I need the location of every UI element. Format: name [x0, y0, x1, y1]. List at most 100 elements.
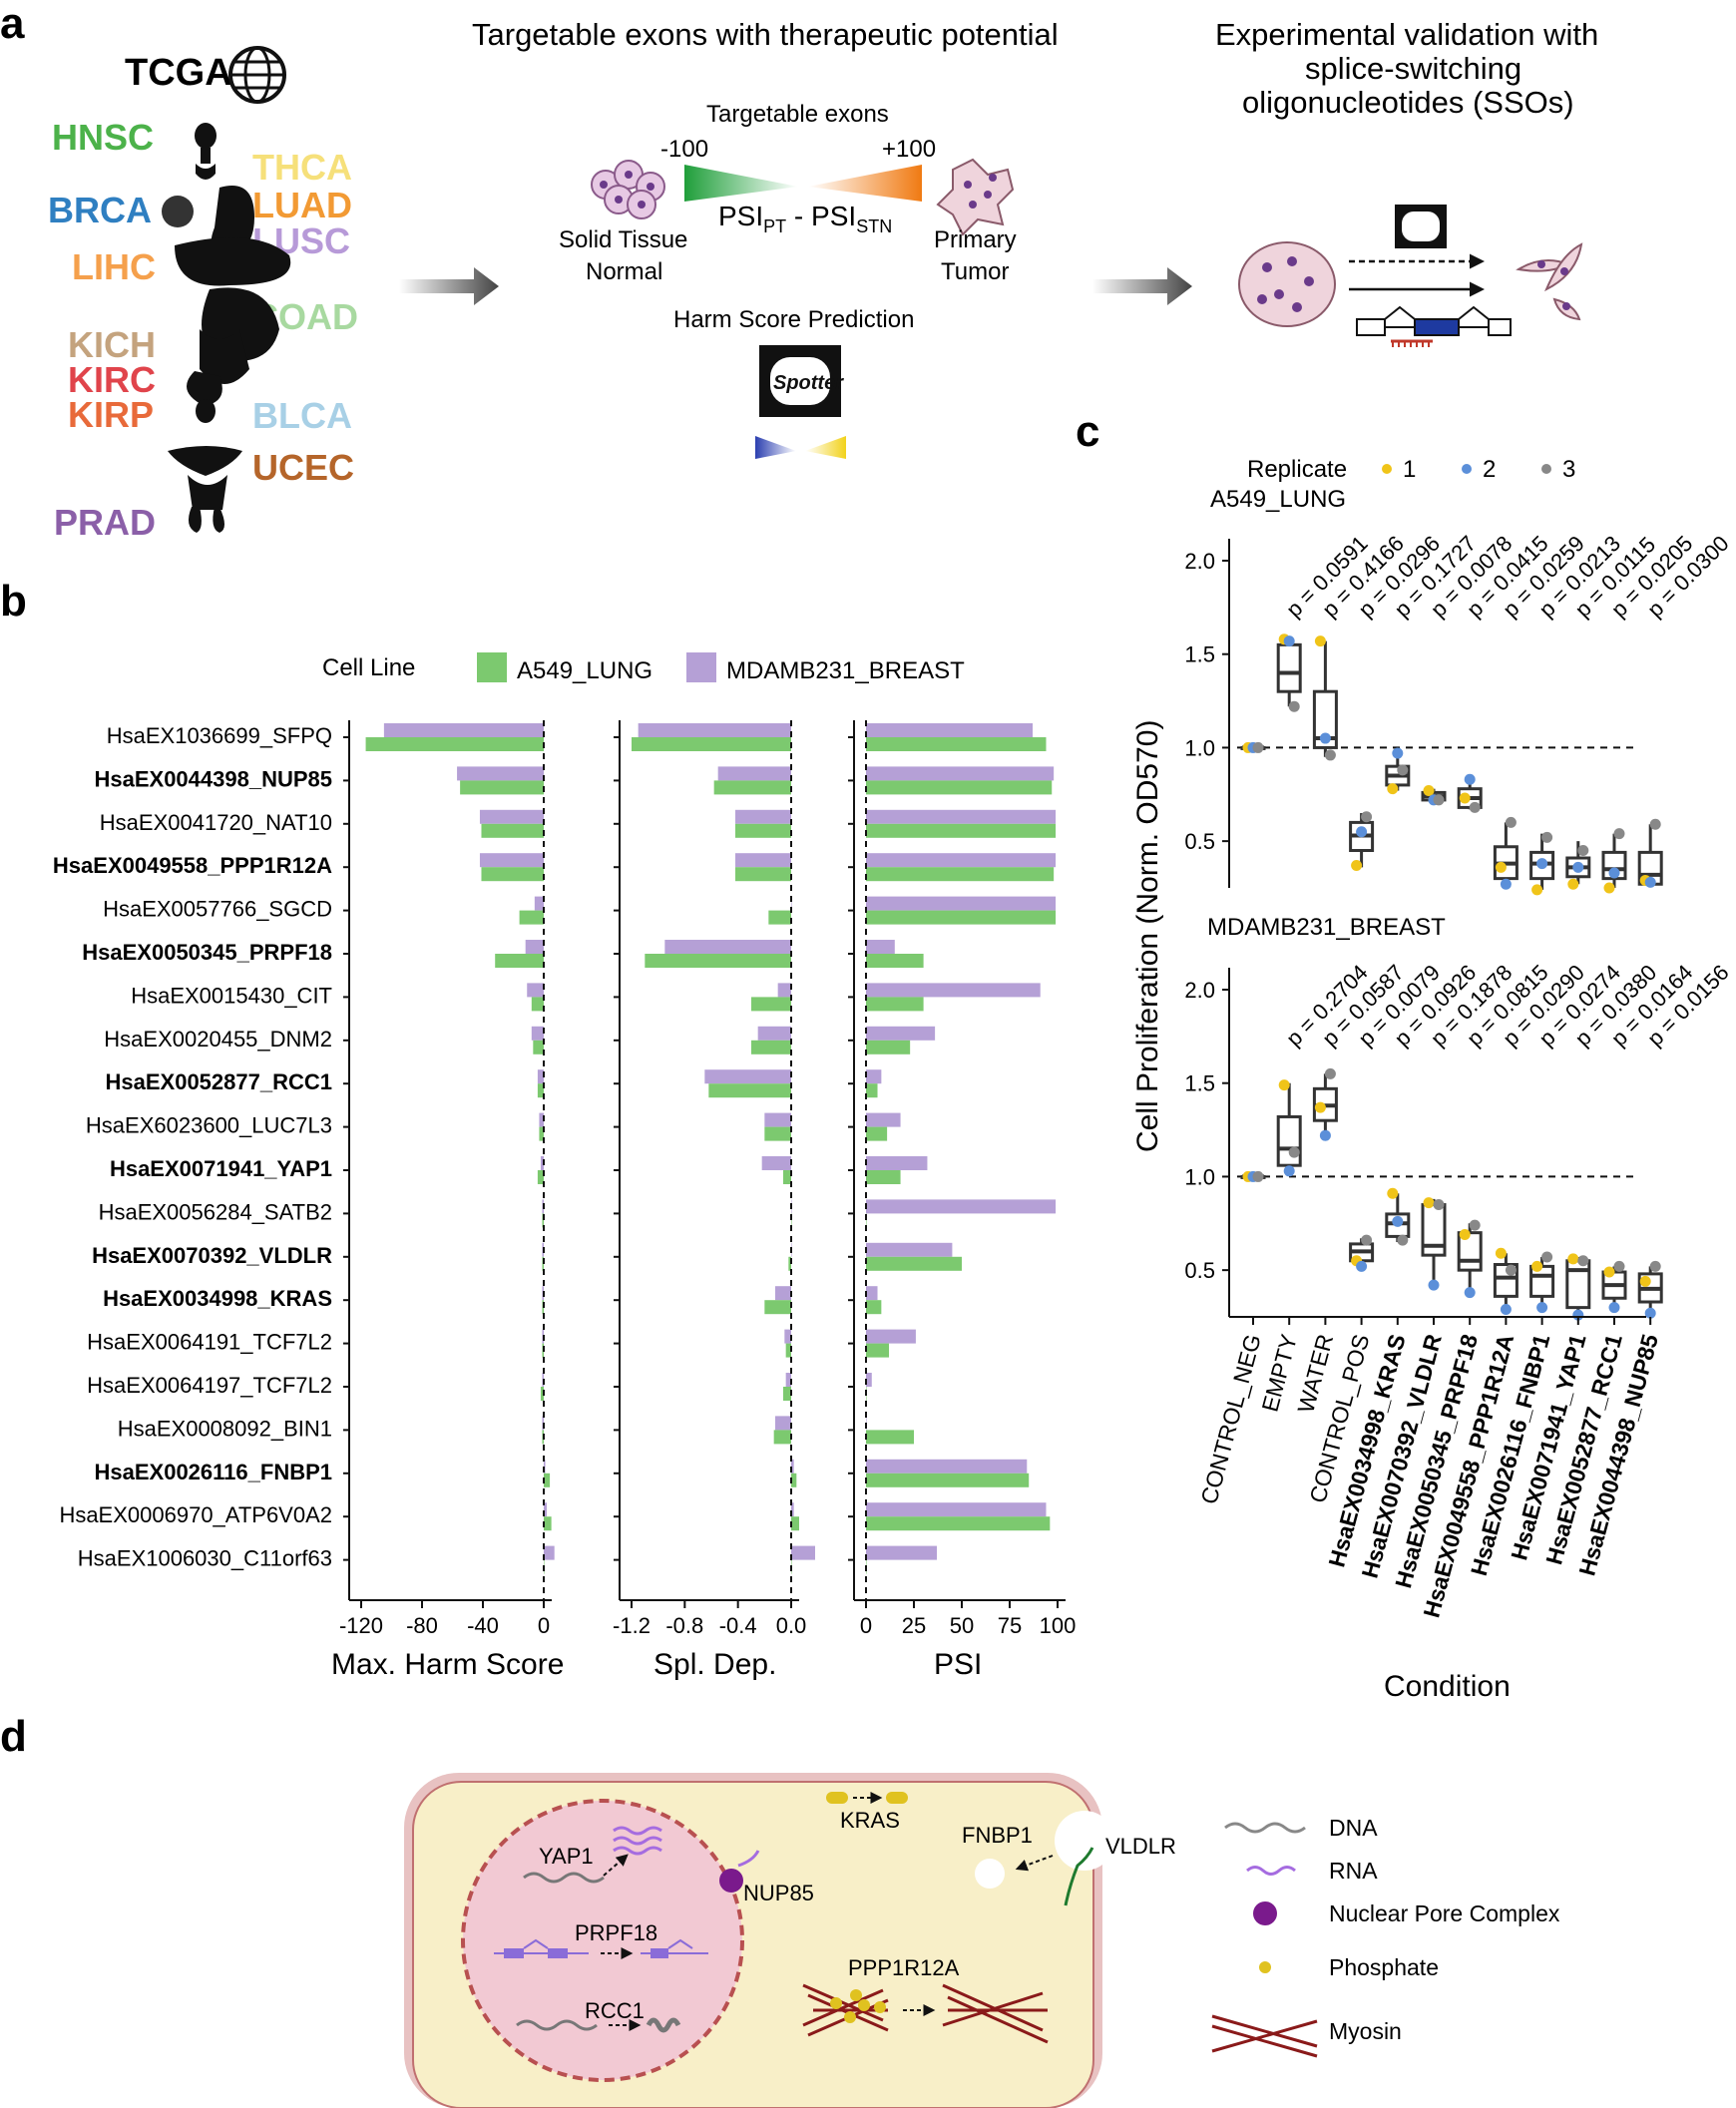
gene-label: HsaEX0008092_BIN1 — [118, 1416, 332, 1441]
cancer-type-kirp: KIRP — [68, 394, 154, 435]
x-tick-label: 50 — [950, 1613, 974, 1638]
nuclear-pore-icon — [719, 1869, 743, 1893]
bar-mdamb231_breast — [866, 1502, 1047, 1517]
cancer-type-brca: BRCA — [48, 190, 152, 230]
replicate-point — [1361, 811, 1373, 823]
prpf18-splicing-icon — [494, 1938, 708, 1959]
replicate-point — [1531, 884, 1543, 896]
replicate-point — [1495, 1247, 1507, 1259]
bar-mdamb231_breast — [775, 1286, 791, 1301]
bar-a549_lung — [866, 954, 924, 968]
replicate-point — [1613, 828, 1625, 840]
right-title-line3: oligonucleotides (SSOs) — [1242, 85, 1574, 120]
bar-a549_lung — [788, 1256, 791, 1271]
bar-a549_lung — [866, 867, 1055, 882]
bar-mdamb231_breast — [791, 1502, 794, 1517]
cancer-type-kirc: KIRC — [68, 359, 156, 400]
bar-mdamb231_breast — [866, 766, 1055, 781]
nuclear-pore-legend-icon — [1253, 1901, 1277, 1925]
gene-label: HsaEX0041720_NAT10 — [100, 810, 332, 835]
y-tick-label: 0.5 — [1184, 829, 1215, 854]
bar-mdamb231_breast — [777, 983, 791, 998]
condition-label: CONTROL_NEG — [1195, 1332, 1265, 1507]
gene-label: HsaEX1036699_SFPQ — [107, 723, 332, 748]
facet-title-a549: A549_LUNG — [1210, 486, 1346, 513]
panel-label-c: c — [1076, 407, 1099, 456]
replicate-point — [1603, 882, 1615, 894]
x-tick-label: 75 — [998, 1613, 1022, 1638]
replicate-point — [1567, 1253, 1579, 1265]
bar-a549_lung — [785, 1343, 791, 1358]
bar-mdamb231_breast — [866, 1242, 953, 1257]
right-title-line2: splice-switching — [1305, 51, 1521, 86]
replicate-label-2: 2 — [1483, 456, 1496, 483]
bar-mdamb231_breast — [539, 1112, 544, 1127]
x-tick-label: -80 — [406, 1613, 438, 1638]
legend-label-dna: DNA — [1329, 1815, 1378, 1841]
bar-mdamb231_breast — [531, 1026, 544, 1041]
yellow-gradient-wedge — [805, 436, 846, 459]
bar-a549_lung — [544, 1516, 552, 1531]
bar-a549_lung — [708, 1083, 791, 1098]
myosin-legend-icon — [1211, 2024, 1318, 2058]
bar-mdamb231_breast — [540, 1156, 544, 1170]
replicate-point — [1613, 1260, 1625, 1272]
bar-a549_lung — [539, 1126, 544, 1141]
harm-score-prediction-label: Harm Score Prediction — [673, 306, 914, 333]
replicate-point — [1649, 1260, 1661, 1272]
bar-a549_lung — [481, 867, 544, 882]
legend-swatch-mdamb231 — [686, 652, 716, 682]
bar-mdamb231_breast — [866, 940, 895, 954]
globe-icon — [228, 46, 286, 104]
replicate-point — [1603, 1266, 1615, 1278]
replicate-point — [1608, 1302, 1620, 1314]
replicate-point — [1392, 1215, 1404, 1227]
panel-label-d: d — [0, 1712, 27, 1761]
yap1-arrow — [603, 1854, 629, 1877]
replicate-point — [1531, 1260, 1543, 1272]
legend-label-a549: A549_LUNG — [517, 657, 652, 684]
bar-a549_lung — [713, 780, 791, 795]
bar-mdamb231_breast — [544, 1502, 548, 1517]
rcc1-dna-icon — [516, 2019, 598, 2031]
gene-label: HsaEX6023600_LUC7L3 — [86, 1113, 332, 1138]
bar-a549_lung — [866, 780, 1053, 795]
replicate-point — [1541, 831, 1553, 843]
bar-a549_lung — [537, 1170, 544, 1184]
legend-label-myosin: Myosin — [1329, 2018, 1402, 2044]
bar-a549_lung — [866, 1300, 882, 1315]
bar-mdamb231_breast — [735, 809, 791, 824]
nucleus — [461, 1799, 744, 2082]
replicate-point — [1397, 764, 1409, 776]
primary-label: Primary — [934, 226, 1017, 253]
phosphate-legend-icon — [1259, 1961, 1271, 1973]
legend-swatch-a549 — [477, 652, 507, 682]
bar-mdamb231_breast — [791, 896, 792, 911]
replicate-point — [1314, 1101, 1326, 1113]
endocytic-vesicle-small — [975, 1859, 1005, 1889]
x-tick-label: 0 — [860, 1613, 872, 1638]
replicate-point — [1433, 1199, 1445, 1211]
tcga-title: TCGA — [125, 52, 232, 94]
gene-label: HsaEX0044398_NUP85 — [94, 766, 332, 791]
replicate-point — [1469, 1219, 1481, 1231]
gene-label: HsaEX0026116_FNBP1 — [95, 1460, 333, 1484]
replicate-point — [1423, 785, 1435, 797]
myosin-phosphates — [830, 1989, 886, 2023]
replicate-point — [1500, 1304, 1512, 1316]
gene-label: HsaEX1006030_C11orf63 — [78, 1546, 332, 1571]
spotter-logo-small-icon — [1395, 205, 1447, 248]
bar-mdamb231_breast — [866, 1286, 878, 1301]
dna-legend-icon — [1224, 1822, 1306, 1834]
replicate-point — [1324, 1067, 1336, 1079]
bar-a549_lung — [866, 1343, 890, 1358]
bar-a549_lung — [866, 997, 924, 1012]
replicate-point — [1649, 818, 1661, 830]
y-tick-label: 0.5 — [1184, 1258, 1215, 1283]
bar-a549_lung — [783, 1387, 791, 1401]
legend-label-rna: RNA — [1329, 1858, 1378, 1884]
